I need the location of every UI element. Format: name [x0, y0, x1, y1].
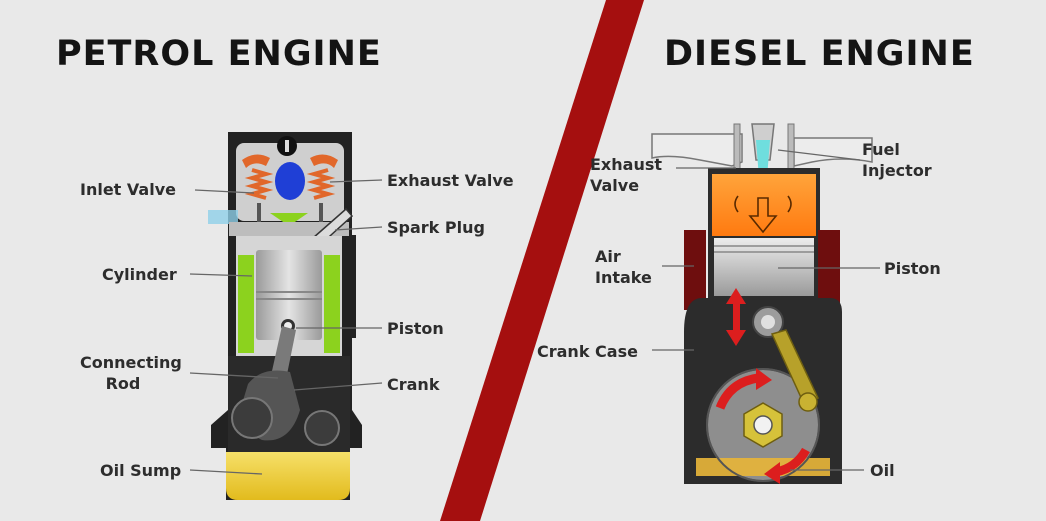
inlet-valve-rocker: [242, 154, 270, 168]
petrol-engine-illustration: [208, 132, 362, 500]
diesel-piston-label: Piston: [884, 259, 941, 278]
intake-manifold: [793, 137, 873, 167]
oil-label: Oil: [870, 461, 895, 480]
oil-reservoir: [696, 458, 830, 476]
exhaust-manifold: [651, 133, 743, 167]
fuel-injector-label-line1: Fuel: [862, 140, 900, 159]
diesel-exhaust-valve-label-line1: Exhaust: [590, 155, 662, 174]
cylinder-label: Cylinder: [102, 265, 177, 284]
diesel-exhaust-valve-label-line2: Valve: [590, 176, 640, 195]
diesel-exhaust-valve-label: Exhaust Valve: [590, 154, 662, 196]
fuel-injector-label-line2: Injector: [862, 161, 932, 180]
diesel-piston: [714, 238, 814, 296]
air-intake-label: Air Intake: [595, 246, 652, 288]
exhaust-valve-rocker: [310, 154, 338, 168]
inlet-valve-label: Inlet Valve: [80, 180, 176, 199]
connecting-rod-label: Connecting Rod: [80, 352, 182, 394]
petrol-engine-title: PETROL ENGINE: [56, 34, 382, 74]
petrol-leader-lines: [189, 179, 383, 475]
diesel-connecting-rod: [770, 329, 820, 405]
cylinder-wall-left: [238, 255, 254, 353]
diesel-engine-title: DIESEL ENGINE: [664, 34, 975, 74]
air-intake-block-left: [684, 230, 706, 310]
diesel-combustion-chamber: [712, 174, 816, 236]
cylinder-wall-right: [324, 255, 340, 353]
exhaust-valve-label: Exhaust Valve: [387, 171, 514, 190]
crank-journal-left: [231, 397, 273, 439]
up-down-arrow-icon: [726, 288, 746, 346]
crank-case-label: Crank Case: [537, 342, 638, 361]
petrol-piston: [256, 250, 322, 340]
petrol-piston-label: Piston: [387, 319, 444, 338]
oil-sump-label: Oil Sump: [100, 461, 182, 480]
down-arrow-icon: [748, 197, 778, 234]
connecting-rod-label-line1: Connecting: [80, 353, 182, 372]
air-intake-label-line2: Intake: [595, 268, 652, 287]
rotation-arrow-top: [715, 373, 759, 410]
connecting-rod-label-line2: Rod: [105, 374, 141, 393]
air-intake-label-line1: Air: [595, 247, 621, 266]
crank-journal-right: [304, 410, 340, 446]
oil-sump: [226, 452, 350, 500]
inlet-valve-spring: [244, 168, 274, 200]
diesel-engine-illustration: [651, 123, 873, 484]
fuel-droplet: [275, 162, 305, 200]
fuel-injector-label: Fuel Injector: [862, 139, 932, 181]
divider-stripe: [440, 0, 644, 521]
intake-port: [208, 210, 238, 224]
spark-plug-label: Spark Plug: [387, 218, 485, 237]
diesel-leader-lines: [652, 149, 880, 471]
air-intake-block-right: [818, 230, 840, 310]
exhaust-valve-spring: [306, 168, 336, 200]
crank-label: Crank: [387, 375, 440, 394]
combustion-chamber: [270, 213, 308, 226]
